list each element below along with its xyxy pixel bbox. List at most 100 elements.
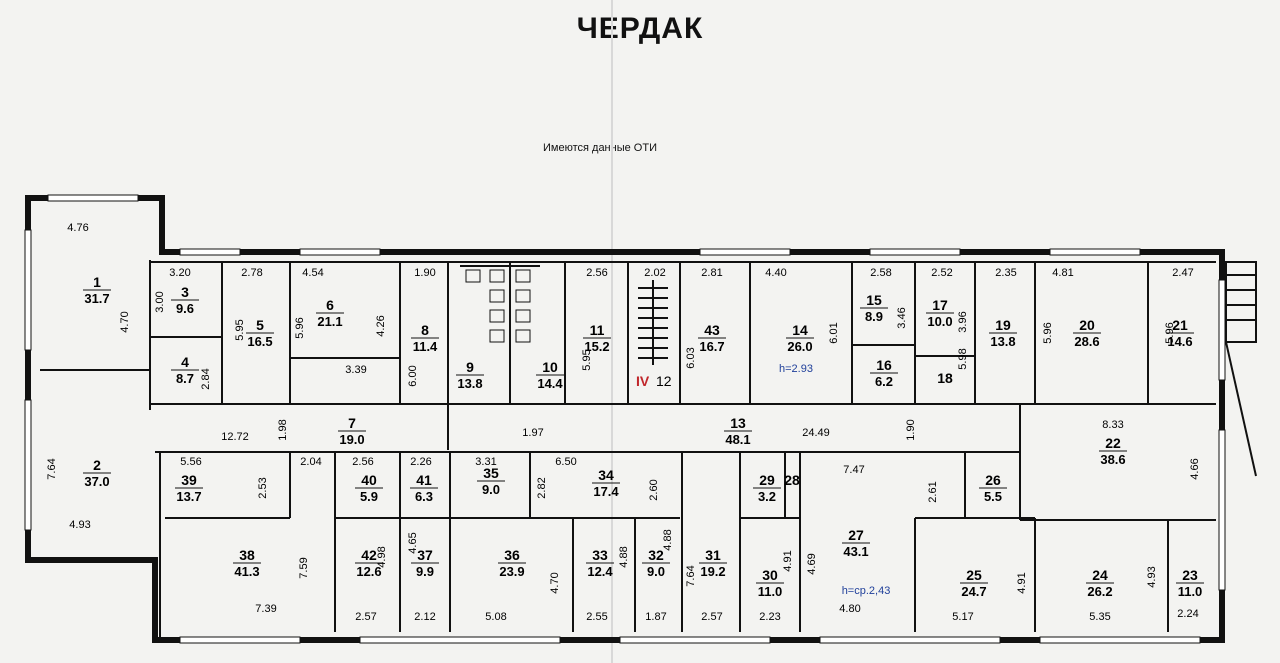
room-area: 5.9 [360, 489, 378, 504]
dimension-label: 2.61 [927, 481, 939, 502]
room-number: 41 [416, 472, 432, 488]
dimension-label: 4.66 [1189, 458, 1201, 479]
room-area: 17.4 [593, 484, 619, 499]
room-number: 22 [1105, 435, 1121, 451]
room-number: 1 [93, 274, 101, 290]
room-number: 16 [876, 357, 892, 373]
dimension-label: 12.72 [221, 431, 249, 443]
dimension-label: 2.81 [701, 267, 722, 279]
room-area: 15.2 [584, 339, 609, 354]
room-number: 17 [932, 297, 948, 313]
dimension-label: 2.84 [200, 368, 212, 389]
room-number: 24 [1092, 567, 1108, 583]
room-area: 3.2 [758, 489, 776, 504]
room-number: 26 [985, 472, 1001, 488]
room-number: 35 [483, 465, 499, 481]
room-number: 33 [592, 547, 608, 563]
height-note-27: h=ср.2,43 [842, 585, 891, 597]
room-area: 24.7 [961, 584, 986, 599]
dimension-label: 4.70 [119, 311, 131, 332]
room-area: 10.0 [927, 314, 952, 329]
dimension-label: 1.97 [522, 427, 543, 439]
room-number: 11 [590, 322, 605, 338]
room-number: 20 [1079, 317, 1095, 333]
dimension-label: 7.64 [685, 565, 697, 586]
room-number: 38 [239, 547, 255, 563]
room-number: 13 [730, 415, 746, 431]
room-area: 23.9 [499, 564, 524, 579]
stair-number: 12 [656, 373, 672, 389]
room-number: 31 [705, 547, 721, 563]
dimension-label: 3.46 [896, 307, 908, 328]
room-number: 18 [937, 370, 953, 386]
dimension-label: 7.39 [255, 603, 276, 615]
room-number: 19 [995, 317, 1011, 333]
room-number: 28 [784, 472, 800, 488]
room-number: 5 [256, 317, 264, 333]
dimension-label: 6.03 [685, 347, 697, 368]
room-number: 36 [504, 547, 520, 563]
room-area: 43.1 [843, 544, 868, 559]
room-number: 29 [759, 472, 775, 488]
dimension-label: 3.31 [475, 456, 496, 468]
dimension-label: 6.01 [828, 322, 840, 343]
room-area: 11.0 [1178, 584, 1203, 599]
dimension-label: 7.59 [298, 557, 310, 578]
dimension-label: 3.20 [169, 267, 190, 279]
room-number: 3 [181, 284, 189, 300]
room-area: 37.0 [84, 474, 109, 489]
room-area: 19.0 [339, 432, 364, 447]
dimension-label: 4.26 [375, 315, 387, 336]
room-number: 10 [542, 359, 558, 375]
room-area: 19.2 [700, 564, 725, 579]
dimension-label: 2.52 [931, 267, 952, 279]
dimension-label: 2.78 [241, 267, 262, 279]
toilet-fixtures [460, 265, 540, 343]
dimension-label: 2.60 [648, 479, 660, 500]
room-number: 42 [361, 547, 377, 563]
room-area: 13.8 [990, 334, 1015, 349]
dimension-label: 1.98 [277, 419, 289, 440]
dimension-label: 4.81 [1052, 267, 1073, 279]
dimension-label: 6.50 [555, 456, 576, 468]
room-area: 41.3 [234, 564, 259, 579]
dimension-label: 4.70 [549, 572, 561, 593]
dimension-label: 7.64 [46, 458, 58, 479]
room-number: 23 [1182, 567, 1198, 583]
dimension-label: 2.12 [414, 611, 435, 623]
room-number: 27 [848, 527, 864, 543]
room-area: 38.6 [1100, 452, 1125, 467]
dimension-label: 1.90 [414, 267, 435, 279]
dimension-label: 4.65 [407, 532, 419, 553]
room-area: 16.7 [699, 339, 724, 354]
room-number: 7 [348, 415, 356, 431]
room-number: 25 [966, 567, 982, 583]
room-labels: 131.7237.039.648.7516.5621.1719.0811.491… [83, 274, 1204, 599]
dimension-label: 5.96 [294, 317, 306, 338]
room-area: 14.6 [1167, 334, 1192, 349]
room-number: 4 [181, 354, 189, 370]
dimension-label: 6.00 [407, 365, 419, 386]
dimension-label: 4.80 [839, 603, 860, 615]
dimension-label: 2.47 [1172, 267, 1193, 279]
room-number: 34 [598, 467, 614, 483]
dimension-label: 2.82 [536, 477, 548, 498]
room-area: 26.2 [1087, 584, 1112, 599]
room-area: 26.0 [787, 339, 812, 354]
dimension-label: 5.35 [1089, 611, 1110, 623]
room-area: 48.1 [725, 432, 750, 447]
outer-wall [25, 195, 1225, 643]
dimension-label: 2.26 [410, 456, 431, 468]
dimension-label: 2.55 [586, 611, 607, 623]
dimension-label: 2.24 [1177, 608, 1198, 620]
left-wing-walls [40, 260, 151, 410]
room-number: 21 [1172, 317, 1188, 333]
room-area: 28.6 [1074, 334, 1099, 349]
dimension-label: 7.47 [843, 464, 864, 476]
room-area: 14.4 [537, 376, 563, 391]
dimension-label: 3.39 [345, 364, 366, 376]
room-area: 8.7 [176, 371, 194, 386]
room-number: 37 [417, 547, 433, 563]
lower-row-walls [155, 404, 1216, 640]
